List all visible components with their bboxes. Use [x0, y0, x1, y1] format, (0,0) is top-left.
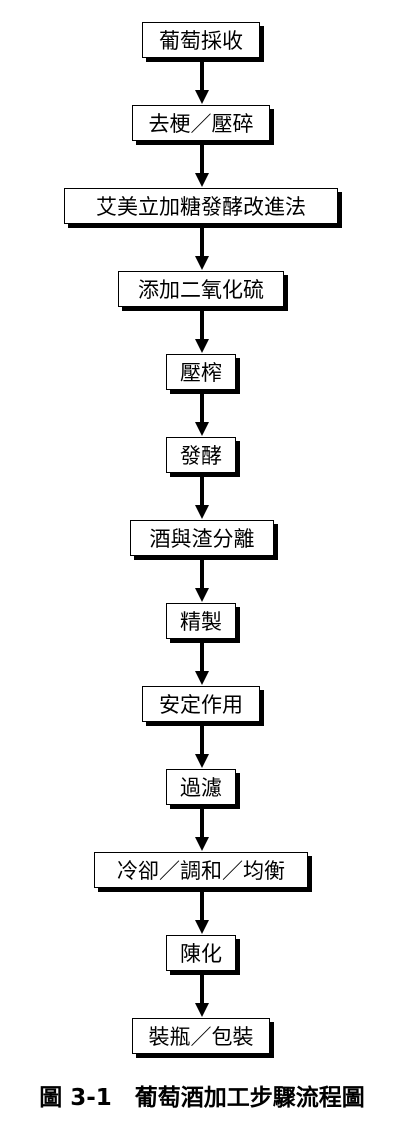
step-grape-harvest: 葡萄採收 — [142, 22, 260, 58]
arrow-head — [195, 588, 209, 602]
arrow-head — [195, 671, 209, 685]
step-bottling-packaging: 裝瓶／包裝 — [132, 1018, 270, 1054]
arrow-head — [195, 505, 209, 519]
step-destem-crush: 去梗／壓碎 — [132, 105, 270, 141]
arrow-head — [195, 920, 209, 934]
step-stabilization: 安定作用 — [142, 686, 260, 722]
figure-caption: 圖 3-1 葡萄酒加工步驟流程圖 — [39, 1085, 365, 1111]
step-press: 壓榨 — [166, 354, 236, 390]
step-add-sulfur-dioxide: 添加二氧化硫 — [118, 271, 284, 307]
step-wine-lees-separation: 酒與渣分離 — [130, 520, 274, 556]
arrow-head — [195, 173, 209, 187]
flowchart: 葡萄採收 去梗／壓碎 艾美立加糖發酵改進法 添加二氧化硫 壓榨 發酵 酒與渣分離… — [64, 22, 338, 1054]
step-filtration: 過濾 — [166, 769, 236, 805]
step-fermentation: 發酵 — [166, 437, 236, 473]
arrow-head — [195, 339, 209, 353]
flow-arrows — [195, 62, 209, 1017]
arrow-head — [195, 90, 209, 104]
step-chaptalization: 艾美立加糖發酵改進法 — [64, 188, 338, 224]
arrow-head — [195, 837, 209, 851]
arrow-head — [195, 256, 209, 270]
arrow-head — [195, 1003, 209, 1017]
arrow-head — [195, 422, 209, 436]
arrow-head — [195, 754, 209, 768]
step-cool-blend-balance: 冷卻／調和／均衡 — [94, 852, 308, 888]
step-aging: 陳化 — [166, 935, 236, 971]
step-refining: 精製 — [166, 603, 236, 639]
